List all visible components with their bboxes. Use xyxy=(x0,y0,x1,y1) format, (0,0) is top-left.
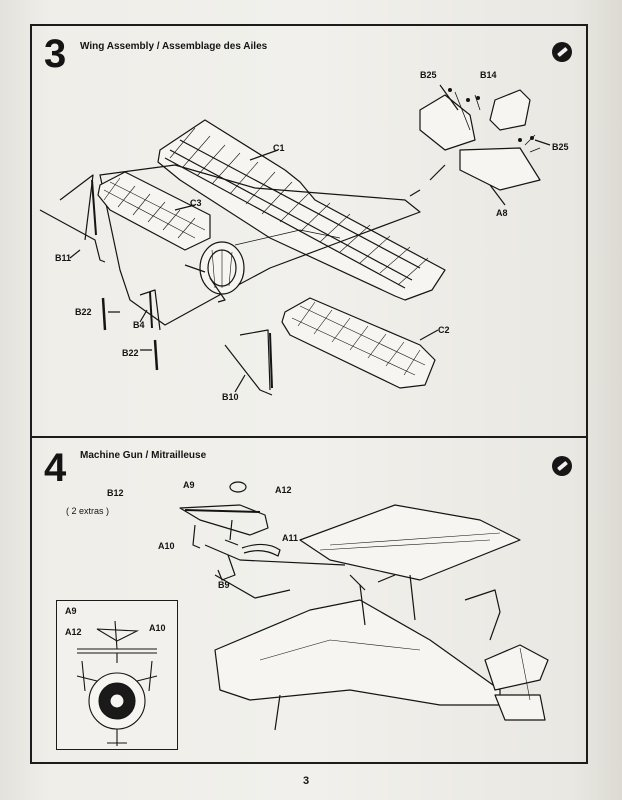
part-b10-label: B10 xyxy=(222,392,239,402)
part-b22-bottom-label: B22 xyxy=(122,348,139,358)
part-b11-label: B11 xyxy=(55,253,72,263)
gun-detail-inset: A9 A12 A10 xyxy=(56,600,178,750)
inset-a9-label: A9 xyxy=(65,606,77,616)
page-number: 3 xyxy=(303,775,310,787)
glue-badge-icon xyxy=(552,456,572,476)
inset-a10-label: A10 xyxy=(149,623,166,633)
page-frame xyxy=(30,24,588,764)
part-c3-label: C3 xyxy=(190,198,202,208)
step-3-number: 3 xyxy=(44,32,66,76)
glue-badge-icon xyxy=(552,42,572,62)
step-divider xyxy=(30,436,588,438)
part-a9-label: A9 xyxy=(183,480,195,490)
part-a12-label: A12 xyxy=(275,485,292,495)
step-3-title: Wing Assembly / Assemblage des Ailes xyxy=(80,41,268,52)
part-b12-label: B12 xyxy=(107,488,124,498)
part-c1-label: C1 xyxy=(273,143,285,153)
part-a8-label: A8 xyxy=(496,208,508,218)
inset-front-view-drawing xyxy=(76,620,158,746)
part-b25-right-label: B25 xyxy=(552,142,569,152)
part-b9-label: B9 xyxy=(218,580,230,590)
part-b14-label: B14 xyxy=(480,70,497,80)
part-a10-label: A10 xyxy=(158,541,175,551)
inset-a12-label: A12 xyxy=(65,627,82,637)
extras-note: ( 2 extras ) xyxy=(66,506,110,516)
step-4-title: Machine Gun / Mitrailleuse xyxy=(80,450,207,461)
part-a11-label: A11 xyxy=(282,533,299,543)
part-c2-label: C2 xyxy=(438,325,450,335)
part-b4-label: B4 xyxy=(133,320,145,330)
part-b25-left-label: B25 xyxy=(420,70,437,80)
part-b22-top-label: B22 xyxy=(75,307,92,317)
step-4-number: 4 xyxy=(44,446,66,490)
